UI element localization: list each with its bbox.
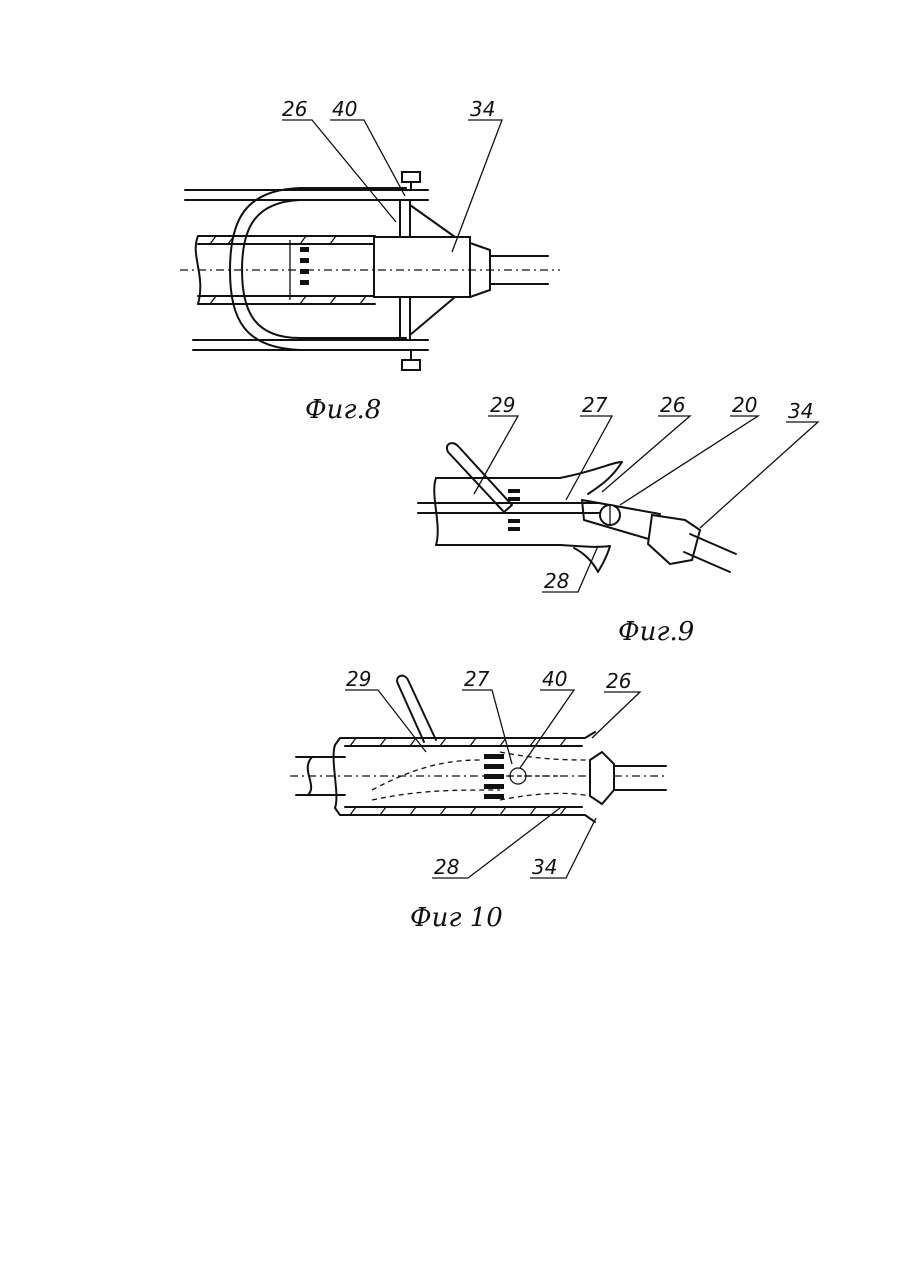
fig9-caption: Фиг.9 <box>618 617 694 647</box>
fig10-caption: Фиг 10 <box>410 903 503 933</box>
figure-10: 29 27 40 26 28 34 Фиг 10 <box>290 667 666 933</box>
fig8-caption: Фиг.8 <box>305 395 381 425</box>
fig10-label-40: 40 <box>542 667 567 691</box>
fig9-label-29: 29 <box>490 393 515 417</box>
fig8-label-40: 40 <box>332 97 357 121</box>
fig10-label-29: 29 <box>346 667 371 691</box>
figure-8: 26 40 34 Фиг.8 <box>180 97 560 425</box>
fig9-label-26: 26 <box>660 393 685 417</box>
fig10-label-34: 34 <box>532 855 557 879</box>
fig9-label-34: 34 <box>788 399 813 423</box>
fig10-label-28: 28 <box>434 855 459 879</box>
fig9-label-28: 28 <box>544 569 569 593</box>
fig9-label-20: 20 <box>732 393 757 417</box>
fig8-label-34: 34 <box>470 97 495 121</box>
fig10-label-27: 27 <box>464 667 490 691</box>
fig9-label-27: 27 <box>582 393 608 417</box>
figure-9: 29 27 26 20 34 28 Фиг.9 <box>418 393 818 647</box>
fig8-label-26: 26 <box>282 97 307 121</box>
fig10-label-26: 26 <box>606 669 631 693</box>
